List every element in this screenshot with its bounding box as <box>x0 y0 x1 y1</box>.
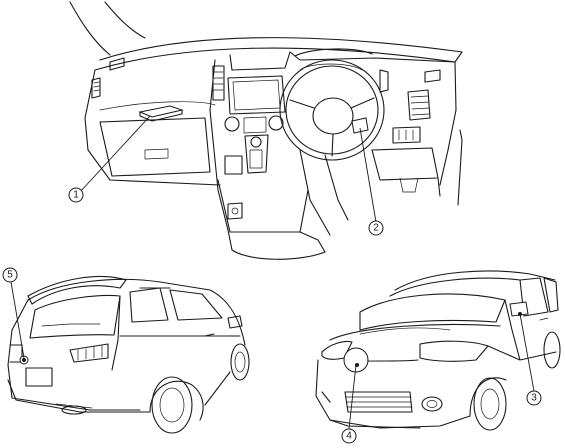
callout-4: 4 <box>341 364 357 444</box>
callout-label-4: 4 <box>346 431 352 442</box>
leader-line-2 <box>359 127 377 223</box>
callout-circle-3 <box>526 390 542 406</box>
callout-2: 2 <box>359 127 384 236</box>
callout-circle-2 <box>368 220 384 236</box>
front-vehicle-illustration <box>315 270 561 431</box>
callout-5: 5 <box>2 267 25 359</box>
leader-line-3 <box>519 313 535 392</box>
callout-label-3: 3 <box>531 393 537 404</box>
callout-1: 1 <box>68 115 151 203</box>
leader-line-1 <box>79 115 151 193</box>
callout-circle-1 <box>68 187 84 203</box>
leader-line-4 <box>348 364 357 430</box>
callout-3: 3 <box>519 313 542 406</box>
dashboard-illustration <box>69 1 463 260</box>
callout-circle-5 <box>2 267 18 283</box>
rear-vehicle-illustration <box>7 275 250 434</box>
leader-line-5 <box>10 281 25 359</box>
callout-label-5: 5 <box>7 270 13 281</box>
callout-label-2: 2 <box>373 223 379 234</box>
callout-circle-4 <box>341 428 357 444</box>
callout-label-1: 1 <box>73 190 79 201</box>
